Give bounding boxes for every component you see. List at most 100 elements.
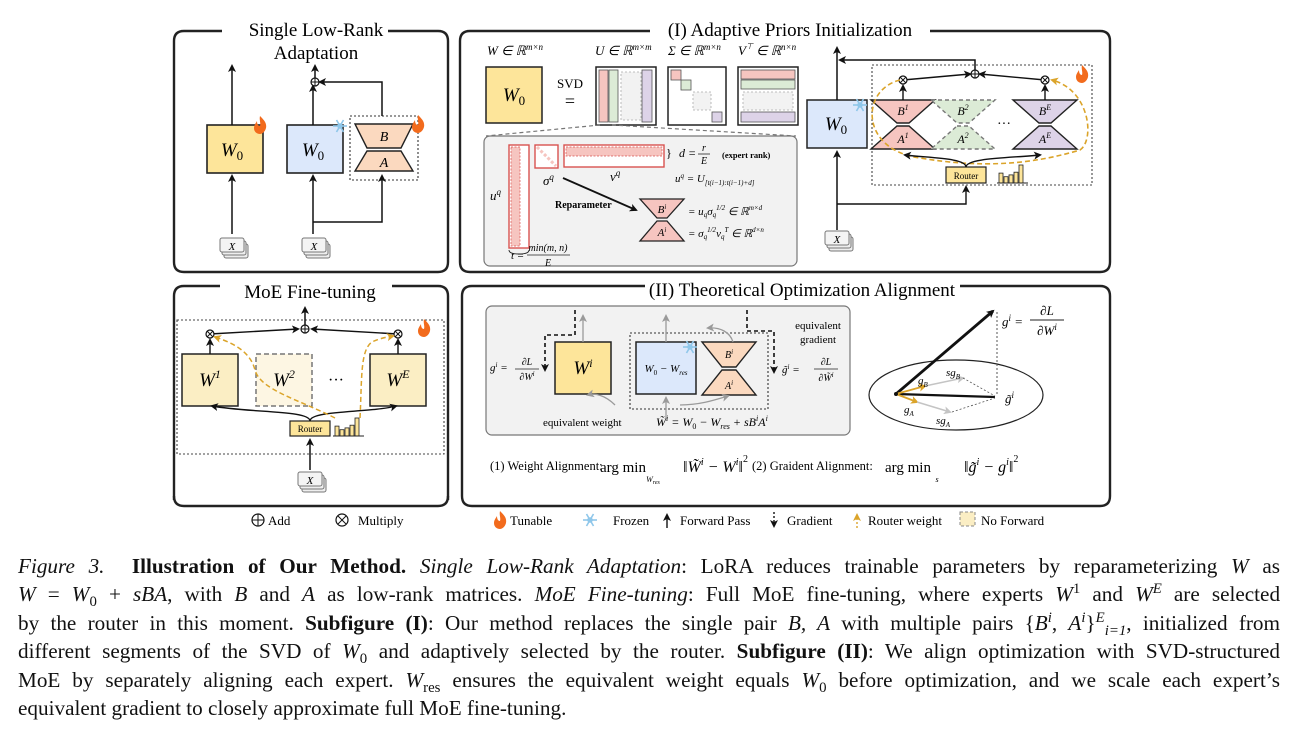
svg-text:min(m, n): min(m, n) (529, 243, 569, 254)
gradient-alignment-label: (2) Graident Alignment: (752, 459, 873, 473)
legend-item-tunable: Tunable (494, 511, 552, 529)
forward-arrow (318, 78, 383, 116)
lora-a-matrix (353, 150, 415, 172)
svg-text:σq: σq (543, 172, 554, 188)
svg-text:Gradient: Gradient (787, 513, 833, 528)
router-weights-bars (997, 164, 1028, 184)
optimization-alignment-title: (II) Theoretical Optimization Alignment (649, 280, 956, 301)
legend-item-forward: Forward Pass (663, 513, 750, 528)
multiply-icon (1040, 75, 1050, 85)
ellipsis: ··· (997, 117, 1011, 132)
svg-text:g̃i: g̃i (1005, 390, 1015, 406)
svg-text:sgA: sgA (936, 415, 951, 429)
add-icon (300, 324, 310, 334)
multiply-icon (393, 329, 403, 339)
multiply-icon (898, 75, 908, 85)
svg-text:∂Wi: ∂Wi (519, 370, 534, 383)
svg-text:Router: Router (954, 171, 979, 181)
svg-text:‖g̃i − gi‖2: ‖g̃i − gi‖2 (964, 454, 1018, 476)
svg-text:E: E (544, 258, 551, 269)
panel-adaptive-priors: (I) Adaptive Priors Initialization W ∈ ℝ… (458, 20, 1112, 274)
expert-w-1: W1 (181, 353, 239, 407)
svg-text:W0: W0 (503, 85, 525, 108)
expert-b-matrix (929, 99, 997, 124)
forward-arrow (313, 174, 386, 223)
legend-item-add: Add (251, 513, 291, 528)
expert-b-matrix (1011, 99, 1079, 124)
svg-text:Bi: Bi (725, 348, 733, 361)
router-weight-path (871, 77, 1089, 165)
svg-text:X: X (228, 241, 237, 253)
flame-icon (418, 319, 431, 337)
svd-label: SVD (557, 76, 583, 91)
ellipsis: ··· (328, 372, 344, 389)
svg-text:Tunable: Tunable (510, 513, 552, 528)
svg-text:d =: d = (679, 146, 696, 160)
svd-detail-box: uq σq vq } d = r E (expert rank) uq = U[… (483, 135, 798, 269)
u-matrix (595, 66, 657, 126)
svg-text:W̃i = W0 − Wres + sBiAi: W̃i = W0 − Wres + sBiAi (656, 414, 768, 431)
svg-text:Add: Add (268, 513, 291, 528)
svg-text:g̃i =: g̃i = (782, 363, 800, 376)
router-weight-bar (349, 424, 355, 437)
router-weight-bar (1008, 174, 1014, 184)
svg-text:Multiply: Multiply (358, 513, 404, 528)
caption-line-4: different segments of the SVD of W0 and … (18, 639, 1280, 668)
svg-text:gB: gB (918, 375, 929, 389)
svg-text:E: E (700, 156, 707, 167)
svg-text:s: s (935, 475, 938, 484)
svg-text:Wi: Wi (573, 356, 592, 379)
svg-text:∂W̃i: ∂W̃i (818, 371, 833, 384)
flame-icon (1076, 65, 1089, 83)
svg-text:equivalent weight: equivalent weight (543, 417, 622, 429)
gradient-arrow (541, 310, 576, 372)
svg-text:W0 − Wres: W0 − Wres (644, 363, 687, 377)
expert-w-2: W2 (255, 353, 313, 407)
svg-text:=: = (565, 91, 575, 111)
weight-alignment-label: (1) Weight Alignment: (490, 459, 603, 473)
figure-caption: Figure 3. Illustration of Our Method. Si… (18, 552, 1280, 722)
svg-text:W0: W0 (221, 140, 243, 163)
svg-text:A: A (379, 156, 389, 171)
svg-text:W ∈ ℝm×n: W ∈ ℝm×n (487, 42, 544, 58)
panel-optimization-alignment: (II) Theoretical Optimization Alignment … (460, 280, 1112, 508)
svg-text:t =: t = (511, 250, 524, 262)
svg-text:uq: uq (490, 187, 502, 203)
multiply-icon (205, 329, 215, 339)
svg-text:Router weight: Router weight (868, 513, 942, 528)
svg-text:Router: Router (298, 424, 323, 434)
caption-line-5: MoE by separately aligning each expert. … (18, 667, 1281, 696)
w0-frozen-block (286, 124, 344, 174)
svg-text:}: } (666, 146, 672, 160)
router-weight-bar (1018, 164, 1024, 184)
svg-text:= σq1/2vqT ∈ ℝd×n: = σq1/2vqT ∈ ℝd×n (688, 226, 764, 241)
legend-item-router-weight: Router weight (853, 513, 942, 528)
router-weight-bar (354, 417, 360, 437)
svg-text:Frozen: Frozen (613, 513, 650, 528)
svg-text:Ai: Ai (724, 379, 733, 392)
gradient-vector-diagram: gi = ∂L ∂Wi g̃i gB sgB gA sgA (868, 303, 1064, 431)
svg-text:Forward Pass: Forward Pass (680, 513, 750, 528)
legend: Add Multiply Tunable Frozen Forward Pass… (251, 511, 1045, 529)
svg-text:∂L: ∂L (821, 357, 832, 368)
no-forward-icon (959, 511, 976, 527)
flame-icon (494, 511, 507, 529)
svg-text:∂L: ∂L (1040, 303, 1054, 318)
router-weights-bars (333, 417, 364, 437)
w0-minus-wres-block (635, 341, 697, 395)
svg-text:V⊤ ∈ ℝn×n: V⊤ ∈ ℝn×n (738, 42, 797, 58)
single-lora-title-line1: Single Low-Rank (249, 20, 384, 41)
single-lora-title-line2: Adaptation (274, 43, 359, 64)
legend-item-gradient: Gradient (770, 512, 833, 528)
router-weight-bar (334, 425, 340, 437)
svg-text:arg min: arg min (885, 460, 931, 476)
svg-text:∂L: ∂L (522, 357, 533, 368)
expert-a-matrix (929, 125, 997, 150)
add-icon (310, 77, 320, 87)
caption-line-6: equivalent gradient to closely approxima… (18, 696, 567, 721)
add-icon (970, 69, 980, 79)
